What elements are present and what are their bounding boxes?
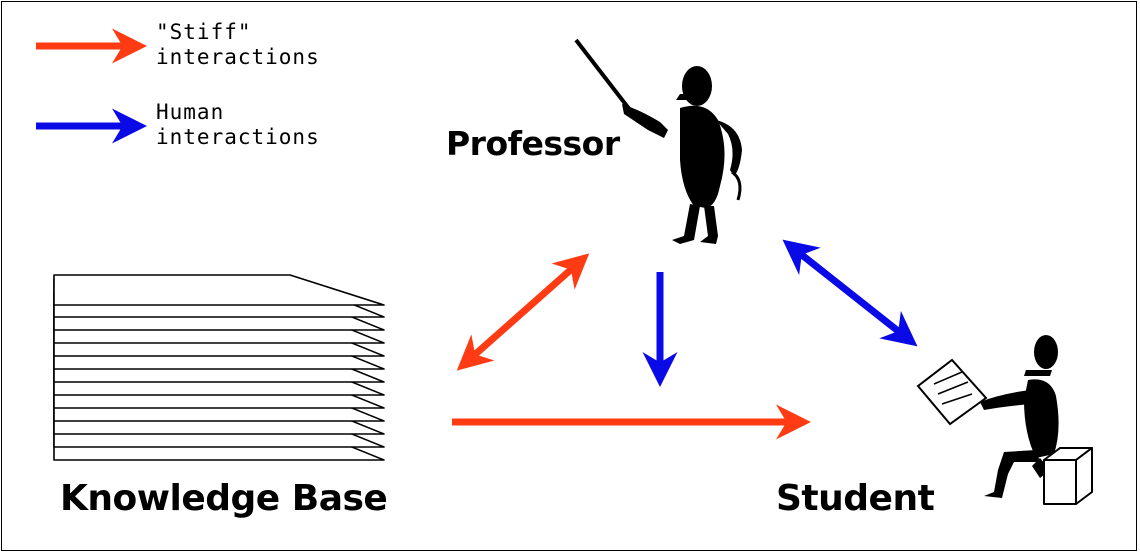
legend-stiff-label: "Stiff" interactions: [156, 20, 320, 70]
paper-icon: [916, 358, 988, 426]
professor-label: Professor: [446, 124, 620, 163]
legend-human-line2: interactions: [156, 125, 320, 149]
legend-human-line1: Human: [156, 100, 225, 124]
box-icon: [1043, 447, 1093, 505]
professor-pointing-icon: [574, 38, 742, 244]
stacked-pages-icon: [53, 274, 385, 461]
legend-stiff-line1: "Stiff": [156, 20, 252, 44]
edge-professor-student: [782, 239, 918, 347]
edge-professor-knowledge-base: [456, 253, 590, 371]
legend-human-label: Human interactions: [156, 100, 320, 150]
student-writing-icon: [916, 335, 1093, 505]
legend-stiff-line2: interactions: [156, 45, 320, 69]
student-label: Student: [776, 478, 935, 519]
knowledge-base-label: Knowledge Base: [60, 478, 388, 519]
